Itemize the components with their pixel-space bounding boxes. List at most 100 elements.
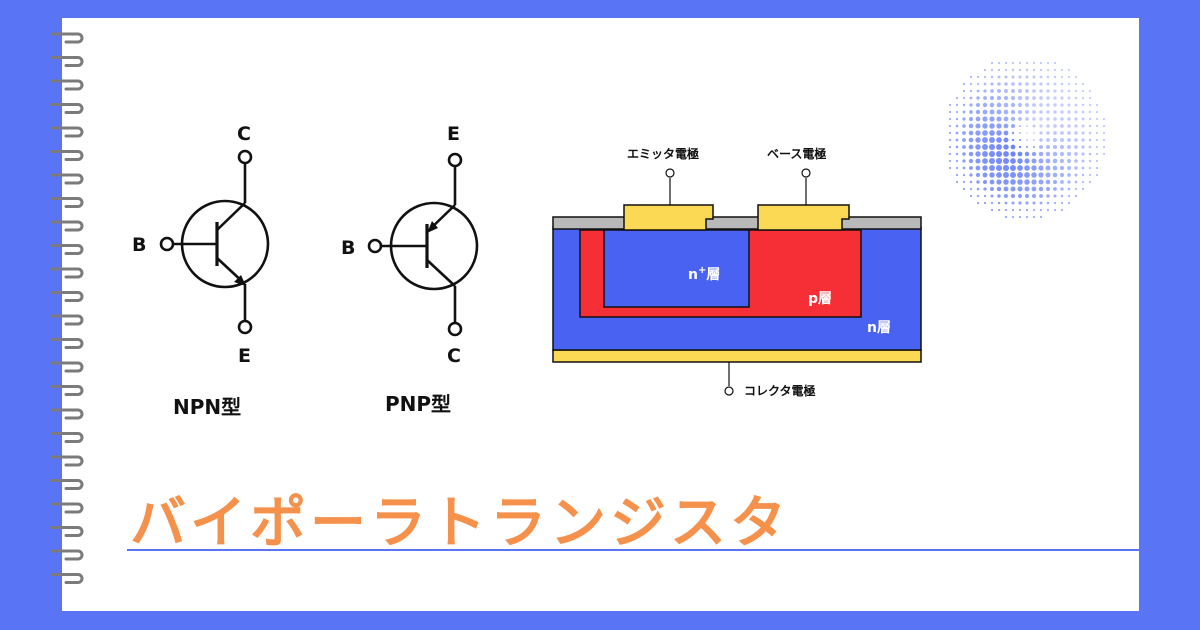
- decoration-dot: [1018, 215, 1022, 219]
- decoration-dot: [1095, 138, 1099, 142]
- decoration-dot: [1046, 138, 1050, 142]
- decoration-dot: [1053, 187, 1057, 191]
- decoration-dot: [1045, 158, 1051, 164]
- decoration-dot: [1018, 201, 1022, 205]
- decoration-dot: [1011, 61, 1015, 65]
- decoration-dot: [1074, 173, 1078, 177]
- pnp-caption: PNP型: [385, 392, 451, 416]
- decoration-dot: [1059, 151, 1065, 157]
- decoration-dot: [1060, 187, 1064, 191]
- decoration-dot: [996, 137, 1002, 143]
- decoration-dot: [1053, 124, 1057, 128]
- decoration-dot: [1031, 179, 1037, 185]
- decoration-dot: [1010, 151, 1016, 157]
- decoration-dot: [968, 151, 974, 157]
- decoration-dot: [997, 194, 1001, 198]
- decoration-dot: [1046, 75, 1050, 79]
- decoration-dot: [983, 68, 987, 72]
- title-underline: [127, 549, 1139, 551]
- decoration-dot: [1045, 144, 1051, 150]
- decoration-dot: [975, 151, 981, 157]
- binding-ring: [50, 338, 84, 349]
- decoration-dot: [1003, 130, 1009, 136]
- decoration-dot: [990, 75, 994, 79]
- decoration-dot: [1081, 103, 1085, 107]
- decoration-dot: [955, 124, 959, 128]
- decoration-dot: [1011, 138, 1015, 142]
- decoration-dot: [989, 116, 995, 122]
- decoration-dot: [1081, 89, 1085, 93]
- decoration-dot: [1067, 68, 1071, 72]
- decoration-dot: [1053, 68, 1057, 72]
- decoration-dot: [1088, 89, 1092, 93]
- decoration-dot: [1039, 110, 1043, 114]
- decoration-dot: [1060, 131, 1064, 135]
- decoration-dot: [969, 110, 973, 114]
- pnp-collector-arm: [426, 259, 456, 287]
- decoration-dot: [1045, 165, 1051, 171]
- decoration-dot: [1025, 61, 1029, 65]
- decoration-dot: [1052, 179, 1058, 185]
- decoration-dot: [1088, 117, 1092, 121]
- decoration-dot: [1004, 89, 1008, 93]
- decoration-dot: [1024, 151, 1030, 157]
- decoration-dot: [996, 95, 1002, 101]
- decoration-dot: [1045, 186, 1051, 192]
- decoration-dot: [1032, 145, 1036, 149]
- decoration-dot: [1003, 186, 1009, 192]
- binding-ring: [50, 173, 84, 185]
- decoration-dot: [1066, 151, 1072, 157]
- decoration-dot: [1038, 172, 1044, 178]
- decoration-dot: [1081, 166, 1085, 170]
- decoration-dot: [1060, 75, 1064, 79]
- decoration-dot: [1088, 124, 1092, 128]
- binding-ring: [50, 385, 84, 396]
- decoration-dot: [948, 166, 952, 170]
- decoration-dot: [1039, 117, 1043, 121]
- binding-ring: [50, 573, 84, 584]
- collector-electrode-label: コレクタ電極: [744, 383, 816, 398]
- decoration-dot: [1017, 95, 1023, 101]
- decoration-dot: [948, 152, 952, 156]
- binding-ring: [50, 126, 84, 138]
- decoration-dot: [1017, 165, 1023, 171]
- decoration-dot: [1011, 208, 1015, 212]
- decoration-dot: [1025, 145, 1029, 149]
- decoration-dot: [1003, 95, 1009, 101]
- decoration-dot: [975, 172, 981, 178]
- decoration-dot: [1081, 180, 1085, 184]
- decoration-dot: [1011, 131, 1015, 135]
- decoration-dot: [975, 130, 981, 136]
- decoration-dot: [1018, 117, 1022, 121]
- decoration-dot: [1060, 194, 1064, 198]
- decoration-dot: [1095, 173, 1099, 177]
- decoration-dot: [1039, 68, 1043, 72]
- decoration-dot: [990, 68, 994, 72]
- decoration-dot: [1067, 89, 1071, 93]
- decoration-dot: [996, 123, 1002, 129]
- decoration-dot: [1017, 179, 1023, 185]
- decoration-dot: [1095, 124, 1099, 128]
- decoration-dot: [1003, 151, 1009, 157]
- decoration-dot: [988, 143, 996, 151]
- decoration-dot: [969, 187, 973, 191]
- decoration-dot: [1003, 123, 1009, 129]
- decoration-dot: [1095, 152, 1099, 156]
- decoration-dot: [1025, 103, 1029, 107]
- decoration-dot: [983, 201, 987, 205]
- decoration-dot: [975, 109, 981, 115]
- decoration-dot: [948, 131, 952, 135]
- decoration-dot: [988, 157, 996, 165]
- binding-ring: [50, 197, 84, 208]
- binding-ring: [50, 56, 84, 67]
- decoration-dot: [1018, 82, 1022, 86]
- decoration-dot: [1024, 179, 1030, 185]
- decoration-dot: [1081, 159, 1085, 163]
- decoration-dot: [1039, 82, 1043, 86]
- decoration-dot: [1053, 61, 1057, 65]
- decoration-dot: [1052, 144, 1058, 150]
- decoration-dot: [1067, 96, 1071, 100]
- decoration-dot: [1025, 110, 1029, 114]
- decoration-dot: [1003, 116, 1009, 122]
- decoration-dot: [1074, 187, 1078, 191]
